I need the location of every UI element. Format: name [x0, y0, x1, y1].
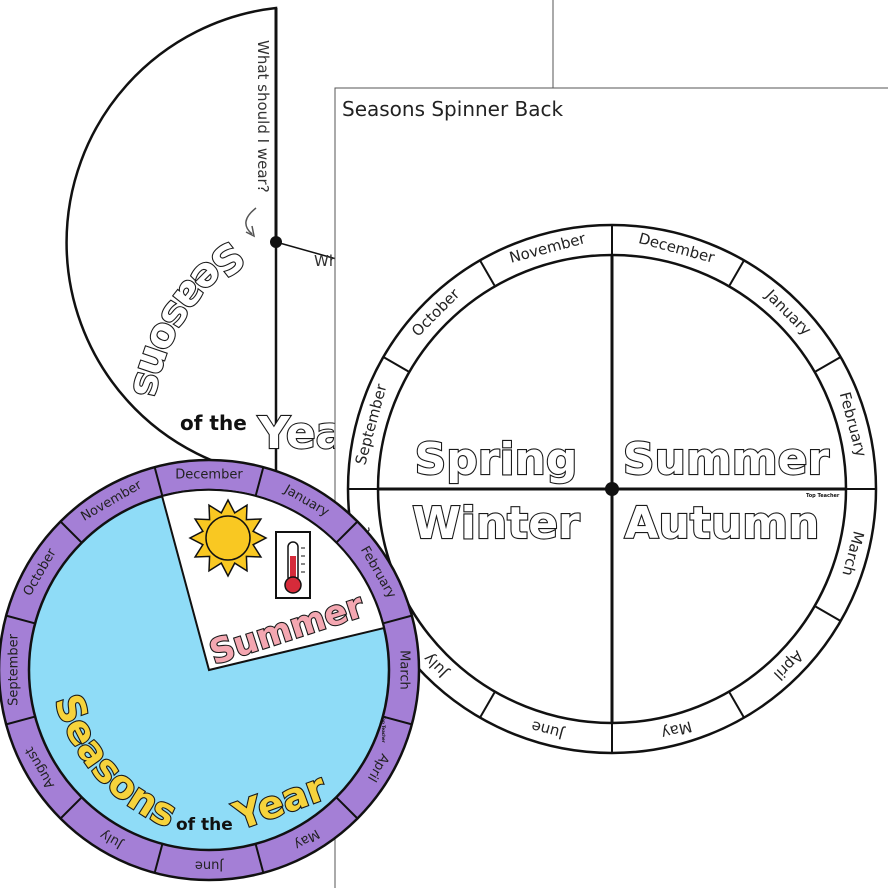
quadrant-summer: Summer — [623, 434, 830, 485]
back-month-dividers — [348, 225, 876, 753]
month-divider — [254, 466, 265, 497]
month-divider — [728, 691, 745, 719]
thermometer-icon — [275, 531, 311, 599]
front-side-text: Wh — [314, 252, 338, 270]
back-brand-label: Top Teacher — [806, 493, 840, 499]
front-title-year: Yea — [257, 408, 345, 459]
month-divider — [254, 843, 265, 874]
wheel-brand-label: Top Teacher — [381, 716, 386, 743]
back-center-dot — [605, 482, 619, 496]
quadrant-spring: Spring — [415, 434, 578, 485]
wheel-month-dividers — [5, 466, 413, 874]
front-center-dot — [270, 236, 282, 248]
month-divider — [5, 715, 36, 726]
month-divider — [382, 614, 413, 625]
month-divider — [335, 796, 359, 820]
month-divider — [5, 614, 36, 625]
month-divider — [479, 259, 496, 287]
month-divider — [728, 259, 745, 287]
sun-icon — [188, 498, 268, 578]
month-divider — [59, 796, 83, 820]
front-half-circle — [65, 6, 278, 479]
month-divider — [814, 605, 842, 622]
month-label: March — [397, 650, 412, 690]
quadrant-autumn: Autumn — [625, 498, 820, 549]
color-wheel: DecemberJanuaryFebruaryMarchAprilMayJune… — [0, 458, 421, 882]
month-divider — [382, 356, 410, 373]
month-divider — [153, 466, 164, 497]
month-divider — [814, 356, 842, 373]
arrow-head-icon — [245, 225, 256, 238]
back-sheet-title: Seasons Spinner Back — [342, 97, 564, 121]
month-divider — [479, 691, 496, 719]
front-pointer-line-horizontal — [275, 241, 341, 261]
wheel-title-of-the: of the — [176, 815, 233, 835]
month-divider — [59, 520, 83, 544]
month-divider — [335, 520, 359, 544]
front-title-of-the: of the — [180, 411, 247, 435]
month-divider — [382, 715, 413, 726]
month-label: June — [195, 858, 224, 873]
curved-arrow-icon — [245, 207, 257, 235]
front-question-text: What should I wear? — [254, 40, 272, 193]
month-divider — [153, 843, 164, 874]
quadrant-winter: Winter — [412, 498, 580, 549]
month-label: December — [175, 468, 243, 483]
month-label: September — [7, 633, 22, 706]
